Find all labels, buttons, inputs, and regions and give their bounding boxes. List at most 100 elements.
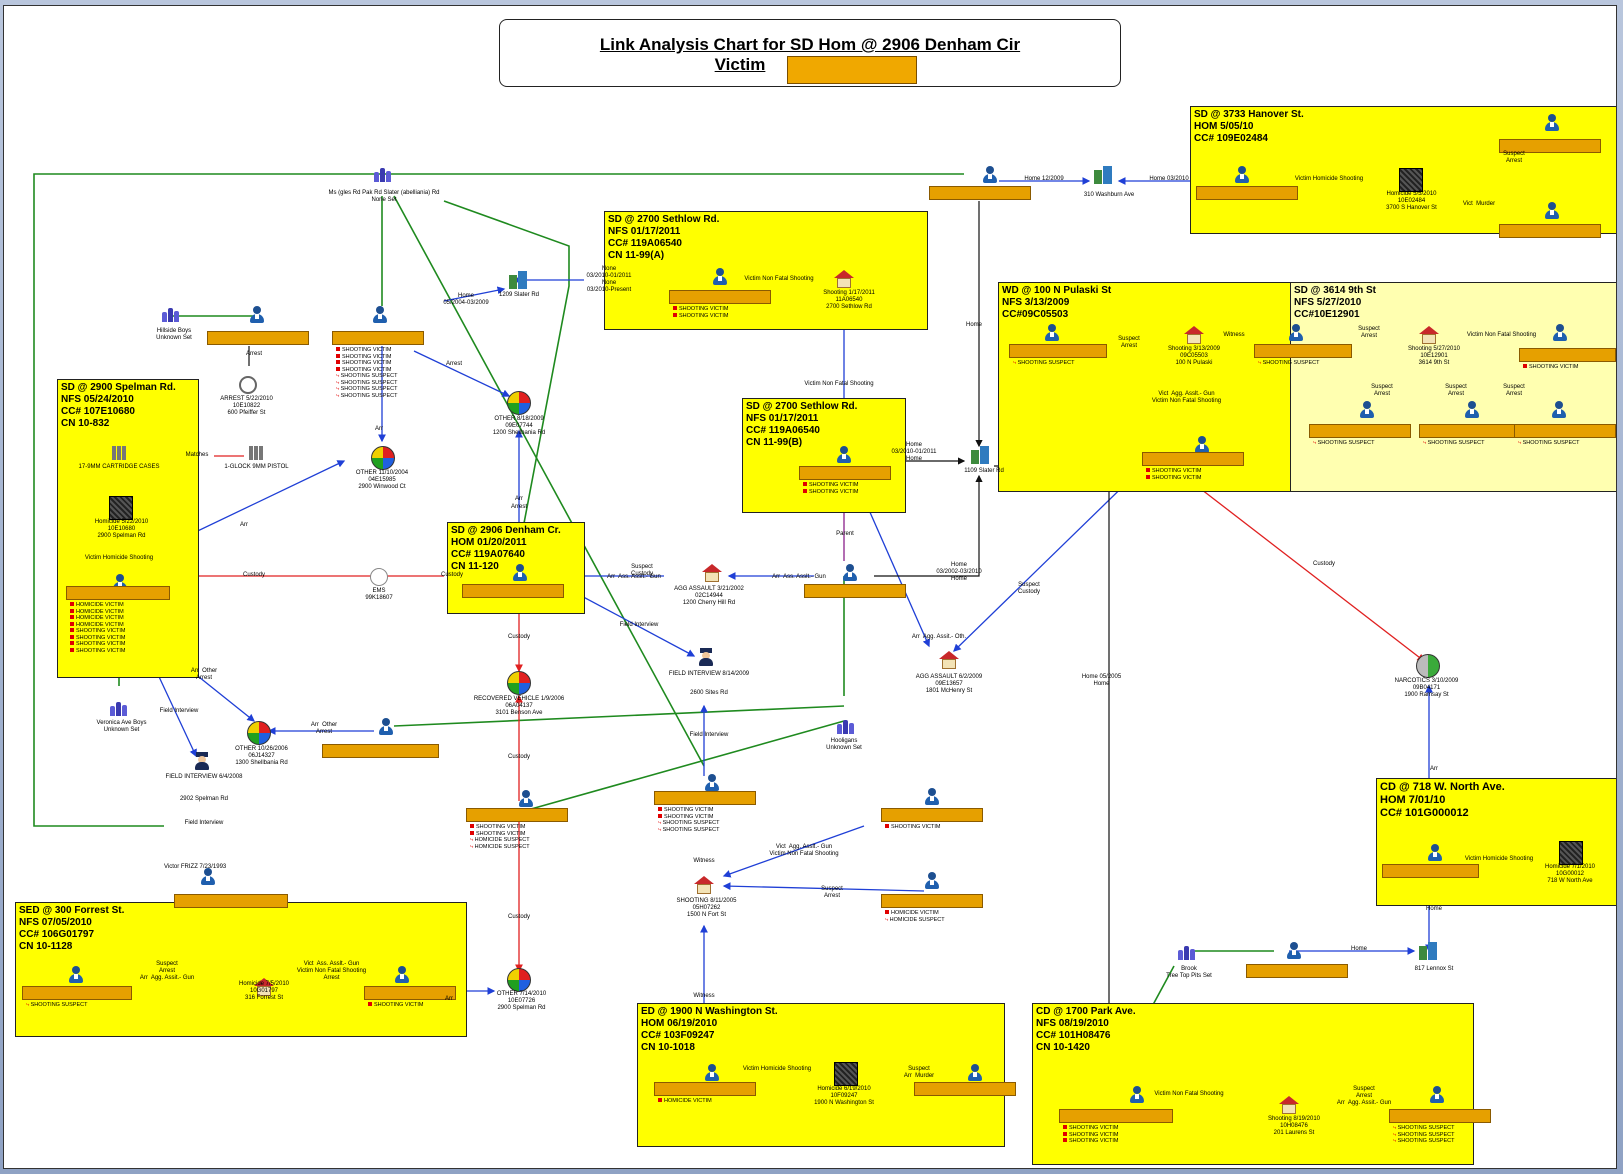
role-marker-icon: ⤷ <box>336 386 341 392</box>
role-tag-text: SHOOTING VICTIM <box>1152 468 1202 474</box>
role-marker-icon: ⤷ <box>658 826 663 833</box>
victim-name-redaction <box>787 56 917 84</box>
role-tag-text: HOMICIDE VICTIM <box>891 910 939 916</box>
role-tag: ⤷ SHOOTING SUSPECT <box>1013 360 1074 367</box>
role-tag: HOMICIDE VICTIM <box>70 602 126 609</box>
edge-vict-murder: Vict Murder <box>1462 201 1496 207</box>
case-box-park-ave: CD @ 1700 Park Ave. NFS 08/19/2010 CC# 1… <box>1032 1003 1474 1165</box>
role-tag-text: SHOOTING SUSPECT <box>30 1002 88 1008</box>
name-redaction <box>654 791 756 805</box>
edge-arrest: Arrest <box>245 351 262 357</box>
role-marker-icon: ⤷ <box>1393 1131 1398 1138</box>
slater-1109-label: 1109 Slater Rd <box>964 468 1004 474</box>
edge-suspect-arrest: Suspect Arrest <box>1358 326 1380 339</box>
case-box-title: SD @ 2700 Sethlow Rd. NFS 01/17/2011 CC#… <box>746 401 858 448</box>
role-marker-icon <box>70 608 74 613</box>
name-redaction <box>207 331 309 345</box>
name-redaction <box>804 584 906 598</box>
case-box-title: WD @ 100 N Pulaski St NFS 3/13/2009 CC#0… <box>1002 285 1112 320</box>
role-tag-text: SHOOTING VICTIM <box>891 824 941 830</box>
edge-arr-asslt: Arr Ass. Asslt.- Gun <box>772 574 826 580</box>
role-tag: ⤷ HOMICIDE SUSPECT <box>470 837 530 844</box>
role-tag-text: SHOOTING SUSPECT <box>662 820 720 826</box>
case-box-title: SD @ 3614 9th St NFS 5/27/2010 CC#10E129… <box>1294 285 1377 320</box>
role-tags: ⤷ SHOOTING SUSPECT <box>1423 440 1484 447</box>
name-redaction <box>1382 864 1479 878</box>
edge-custody: Custody <box>440 572 463 578</box>
role-tags: SHOOTING VICTIM <box>368 1002 424 1009</box>
role-tag-text: SHOOTING VICTIM <box>76 634 126 641</box>
role-tag: ⤷ SHOOTING SUSPECT <box>1393 1125 1454 1132</box>
edge-home-slater-d: Home 03/2002-03/2010 Home <box>936 562 982 582</box>
role-tag-text: HOMICIDE SUSPECT <box>474 837 530 843</box>
role-marker-icon: ⤷ <box>1393 1125 1398 1131</box>
person-icon <box>1234 166 1250 184</box>
role-tag: SHOOTING VICTIM <box>470 824 530 831</box>
edge-arrest: Arrest <box>445 361 462 367</box>
role-tag-text: HOMICIDE SUSPECT <box>474 843 530 850</box>
edge-home-12-2009: Home 12/2009 <box>1024 176 1064 182</box>
edge-suspect-arrest: Suspect Arrest <box>1371 384 1393 397</box>
person-icon <box>394 966 410 984</box>
other-forrest-label: OTHER 7/14/2010 10E07726 2900 Spelman Rd <box>496 991 547 1011</box>
name-redaction <box>669 290 771 304</box>
role-marker-icon <box>70 634 74 639</box>
glock-label: 1-GLOCK 9MM PISTOL <box>224 464 289 470</box>
role-marker-icon <box>803 482 807 486</box>
role-marker-icon <box>70 615 74 619</box>
edge-home: Home <box>1425 906 1442 912</box>
person-icon <box>518 790 534 808</box>
name-redaction <box>881 894 983 908</box>
role-tag: HOMICIDE VICTIM <box>658 1098 712 1105</box>
edge-suspect-arrest-agg: Suspect Arrest Arr Agg. Assit.- Gun <box>1336 1086 1392 1106</box>
role-tag: SHOOTING VICTIM <box>70 647 126 655</box>
incident-pie-icon <box>371 446 395 470</box>
edge-suspect-custody: Suspect Custody <box>1017 582 1040 595</box>
person-icon <box>1427 844 1443 862</box>
role-marker-icon: ⤷ <box>336 392 341 399</box>
person-icon <box>1429 1086 1445 1104</box>
person-icon <box>712 268 728 286</box>
police-officer-icon <box>194 752 210 770</box>
case-box-title: CD @ 1700 Park Ave. NFS 08/19/2010 CC# 1… <box>1036 1006 1136 1053</box>
role-tag-text: SHOOTING VICTIM <box>476 824 526 830</box>
name-redaction <box>799 466 891 480</box>
role-marker-icon: ⤷ <box>658 820 663 826</box>
role-tags: ⤷ SHOOTING SUSPECT <box>1258 360 1319 367</box>
role-marker-icon: ⤷ <box>470 837 475 843</box>
role-tag: ⤷ SHOOTING SUSPECT <box>1423 440 1484 447</box>
edge-home: Home <box>1350 946 1367 952</box>
victor-label: Victor FRIZZ 7/23/1993 <box>164 864 227 870</box>
gang-group-icon <box>1178 944 1196 960</box>
name-redaction <box>1246 964 1348 978</box>
edge-home-05-2005: Home 05/2005 Home <box>1081 674 1122 687</box>
role-tag: ⤷ SHOOTING SUSPECT <box>26 1002 87 1009</box>
name-redaction <box>1499 139 1601 153</box>
name-redaction <box>22 986 132 1000</box>
role-tag-text: SHOOTING VICTIM <box>679 312 729 319</box>
edge-field-interview: Field Interview <box>184 820 224 826</box>
edge-parent: Parent <box>836 531 854 537</box>
role-tag: SHOOTING VICTIM <box>1063 1138 1119 1145</box>
field-2008-label: FIELD INTERVIEW 6/4/2008 <box>165 774 243 780</box>
pulaski-shooting-label: Shooting 3/13/2009 09C05503 100 N Pulask… <box>1167 346 1221 366</box>
role-tag-text: SHOOTING SUSPECT <box>340 386 398 392</box>
chart-title-box: Link Analysis Chart for SD Hom @ 2906 De… <box>499 19 1121 87</box>
edge-arr-asslt: Arr Ass. Asslt.- Gun <box>607 574 661 580</box>
role-marker-icon <box>885 910 889 914</box>
role-tag-text: SHOOTING SUSPECT <box>1522 440 1580 446</box>
edge-victim-homicide: Victim Homicide Shooting <box>742 1066 812 1072</box>
role-tag-text: SHOOTING SUSPECT <box>1317 440 1375 446</box>
role-tags: HOMICIDE VICTIM <box>658 1098 712 1105</box>
chart-canvas: Link Analysis Chart for SD Hom @ 2906 De… <box>3 5 1617 1169</box>
name-redaction <box>66 586 170 600</box>
edge-victim-nonfatal: Victim Non Fatal Shooting <box>744 276 814 282</box>
name-redaction <box>654 1082 756 1096</box>
role-marker-icon: ⤷ <box>1013 360 1018 366</box>
edge-custody: Custody <box>507 754 530 760</box>
role-marker-icon <box>885 824 889 828</box>
